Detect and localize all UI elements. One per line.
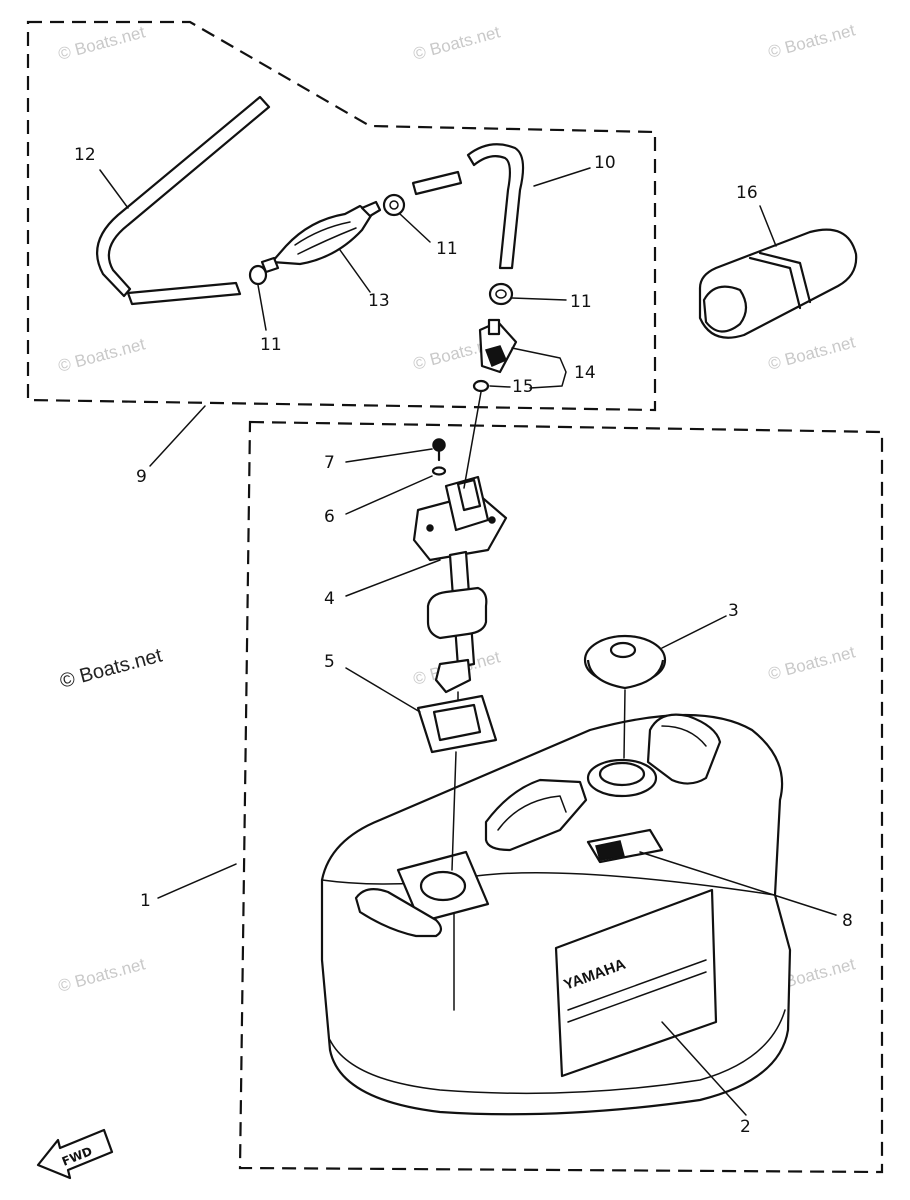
hose-clamp-11: [248, 193, 514, 306]
fuel-line-kit-group-box: [26, 20, 657, 412]
callout-12: 12: [74, 145, 96, 165]
watermark: © Boats.net: [56, 22, 147, 63]
screw-7: [432, 438, 446, 462]
callout-11: 11: [260, 335, 282, 355]
watermark: © Boats.net: [56, 334, 147, 375]
callout-8: 8: [842, 911, 853, 931]
fuel-tank-1: YAMAHA: [320, 713, 792, 1116]
watermark: © Boats.net: [766, 642, 857, 683]
callout-2: 2: [740, 1117, 751, 1137]
callout-15: 15: [512, 377, 534, 397]
forward-direction-arrow: FWD: [36, 1128, 114, 1180]
washer-6: [431, 466, 447, 476]
callout-11: 11: [436, 239, 458, 259]
fuel-hose-12: [96, 95, 271, 306]
callout-13: 13: [368, 291, 390, 311]
leader-lines: [99, 167, 837, 1116]
cover-16: [698, 228, 858, 339]
callout-6: 6: [324, 507, 335, 527]
callout-5: 5: [324, 652, 335, 672]
callout-11: 11: [570, 292, 592, 312]
callout-4: 4: [324, 589, 335, 609]
fuel-gauge-assembly-4: [412, 475, 508, 694]
watermark: © Boats.net: [766, 20, 857, 61]
gasket-5: [416, 694, 498, 754]
callout-7: 7: [324, 453, 335, 473]
assembly-guide-lines: [451, 391, 626, 871]
callout-numbers: 12 10 11 11 13 11 14 15 16 9 7 6 4 5 3 1…: [74, 145, 853, 1137]
watermark: © Boats.net: [766, 332, 857, 373]
callout-9: 9: [136, 467, 147, 487]
callout-14: 14: [574, 363, 596, 383]
fuel-cap-3: [583, 634, 667, 690]
callout-10: 10: [594, 153, 616, 173]
fuel-hose-10: [411, 143, 525, 270]
fuel-connector-14: [478, 318, 518, 374]
callout-16: 16: [736, 183, 758, 203]
fuel-tank-group-box: [238, 420, 884, 1174]
watermark: © Boats.net: [56, 954, 147, 995]
primer-bulb-13: [260, 200, 382, 274]
watermark: © Boats.net: [411, 22, 502, 63]
o-ring-15: [472, 379, 490, 393]
watermark: © Boats.net: [58, 644, 165, 692]
callout-3: 3: [728, 601, 739, 621]
callout-1: 1: [140, 891, 151, 911]
